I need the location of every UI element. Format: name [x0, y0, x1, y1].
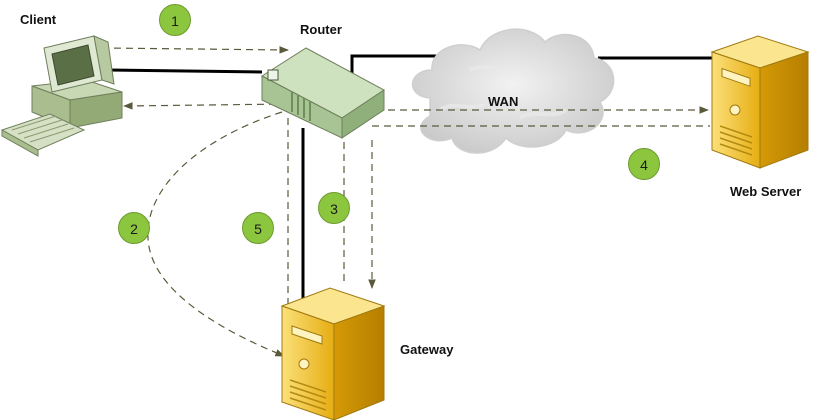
step-badge-4: 4: [628, 148, 660, 180]
router-icon: [261, 47, 385, 139]
flow-return-router-to-client: [123, 102, 289, 110]
step-badge-3: 3: [318, 192, 350, 224]
server-tower-icon: [280, 287, 386, 420]
traffic-flows: [101, 46, 710, 357]
step-badge-1: 1: [159, 4, 191, 36]
physical-links: [107, 54, 712, 312]
flow-1-client-to-router: [101, 46, 289, 54]
step-badge-2: 2: [118, 212, 150, 244]
desktop-computer-icon: [0, 35, 123, 157]
server-tower-icon: [710, 35, 810, 169]
cloud-icon: [411, 28, 615, 154]
step-badge-5: 5: [242, 212, 274, 244]
router-label: Router: [300, 22, 342, 37]
client-label: Client: [20, 12, 57, 27]
flow-2-router-to-gateway: [147, 111, 285, 357]
client-router-link: [107, 68, 263, 74]
web-server-label: Web Server: [730, 184, 802, 199]
wan-label: WAN: [488, 94, 519, 109]
gateway-label: Gateway: [400, 342, 454, 357]
